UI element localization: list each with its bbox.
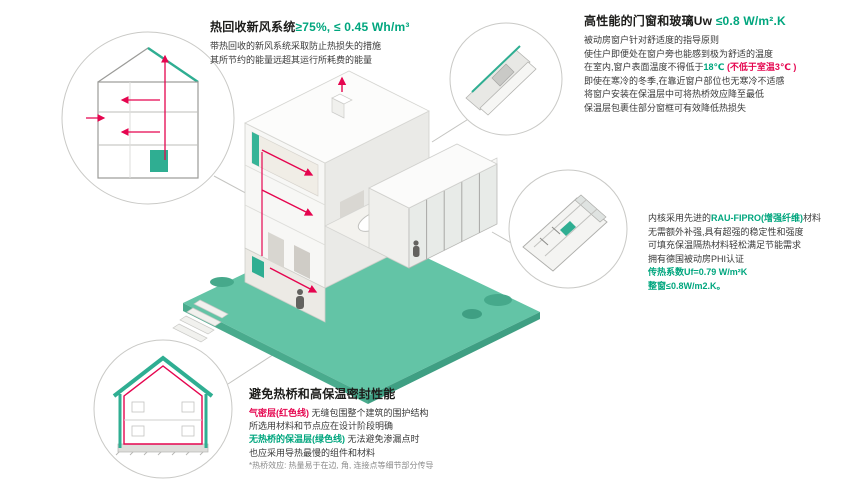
windows-line3-green: 18℃	[703, 62, 725, 72]
windows-line3-red: (不低于室温3℃ )	[724, 62, 797, 72]
window-corner-detail-icon	[465, 45, 537, 116]
thermal-line3: 无热桥的保温层(绿色线) 无法避免渗漏点时	[249, 433, 549, 446]
material-text-block: 内核采用先进的RAU-FIPRO(增强纤维)材料 无需额外补强,具有超强的稳定性…	[648, 212, 863, 293]
windows-title-green: ≤0.8 W/m².K	[715, 14, 786, 28]
material-line6: 整窗≤0.8W/m2.K。	[648, 280, 726, 291]
ventilation-line2: 其所节约的能量远超其运行所耗费的能量	[210, 54, 373, 65]
ventilation-text-block: 热回收新风系统≥75%, ≤ 0.45 Wh/m³ 带热回收的新风系统采取防止热…	[210, 18, 460, 67]
window-profile-callout	[508, 169, 628, 289]
windows-text-block: 高性能的门窗和玻璃Uw ≤0.8 W/m².K 被动房窗户针对舒适度的指导原则 …	[584, 12, 859, 115]
thermal-line1-red: 气密层(红色线)	[249, 408, 309, 419]
windows-title: 高性能的门窗和玻璃Uw ≤0.8 W/m².K	[584, 12, 859, 30]
thermal-line1: 气密层(红色线) 无缝包围整个建筑的围护结构	[249, 407, 549, 420]
thermal-line3-black: 无法避免渗漏点时	[345, 434, 420, 445]
material-line5: 传热系数Uf=0.79 W/m²K	[648, 267, 748, 277]
window-profile-cutaway-icon	[522, 194, 608, 272]
material-line1-black2: 材料	[803, 213, 822, 223]
glass-wing	[368, 143, 498, 269]
thermal-text-block: 避免热桥和高保温密封性能 气密层(红色线) 无缝包围整个建筑的围护结构 所选用材…	[249, 386, 549, 471]
windows-line3: 在室内,窗户表面温度不得低于18℃ (不低于室温3℃ )	[584, 61, 859, 75]
windows-line6: 保温层包裹住部分窗框可有效降低热损失	[584, 102, 747, 113]
material-line1-green: RAU-FIPRO(增强纤维)	[711, 213, 804, 223]
ventilation-line1: 带热回收的新风系统采取防止热损失的措施	[210, 41, 382, 51]
thermal-line4: 也应采用导热最慢的组件和材料	[249, 447, 376, 458]
window-corner-callout	[449, 22, 563, 136]
windows-line1: 被动房窗户针对舒适度的指导原则	[584, 35, 720, 45]
material-line1-black: 内核采用先进的	[648, 213, 712, 223]
thermal-title: 避免热桥和高保温密封性能	[249, 387, 396, 401]
thermal-envelope-callout	[93, 339, 233, 479]
windows-line5: 将窗户安装在保温层中可将热桥效应降至最低	[584, 89, 765, 99]
material-line3: 可填充保温隔热材料轻松满足节能需求	[648, 240, 802, 250]
thermal-line2: 所选用材料和节点应在设计阶段明确	[249, 421, 394, 432]
ventilation-title-black: 热回收新风系统	[210, 20, 296, 34]
windows-line3-black: 在室内,窗户表面温度不得低于	[584, 62, 704, 72]
ventilation-house-section-icon	[86, 47, 199, 179]
material-line1: 内核采用先进的RAU-FIPRO(增强纤维)材料	[648, 212, 863, 226]
person-figures	[296, 240, 420, 309]
windows-title-black: 高性能的门窗和玻璃Uw	[584, 14, 716, 28]
insulated-house-section-icon	[112, 355, 214, 456]
material-line4: 拥有德国被动房PHI认证	[648, 253, 745, 264]
windows-line2: 使住户即便处在窗户旁也能感到极为舒适的温度	[584, 48, 774, 59]
ventilation-callout	[61, 31, 235, 205]
thermal-line3-green: 无热桥的保温层(绿色线)	[249, 434, 345, 445]
material-line2: 无需额外补强,具有超强的稳定性和强度	[648, 226, 804, 237]
isometric-house-illustration	[172, 70, 540, 404]
ventilation-title-green: ≥75%, ≤ 0.45 Wh/m³	[295, 20, 410, 34]
garden-steps	[172, 299, 229, 343]
thermal-footnote: *热桥效应: 热量易于在边, 角, 连接点等细节部分传导	[249, 460, 434, 470]
thermal-line1-black: 无缝包围整个建筑的围护结构	[309, 408, 429, 419]
ventilation-title: 热回收新风系统≥75%, ≤ 0.45 Wh/m³	[210, 18, 460, 36]
windows-line4: 即使在寒冷的冬季,在靠近窗户部位也无寒冷不适感	[584, 75, 785, 86]
